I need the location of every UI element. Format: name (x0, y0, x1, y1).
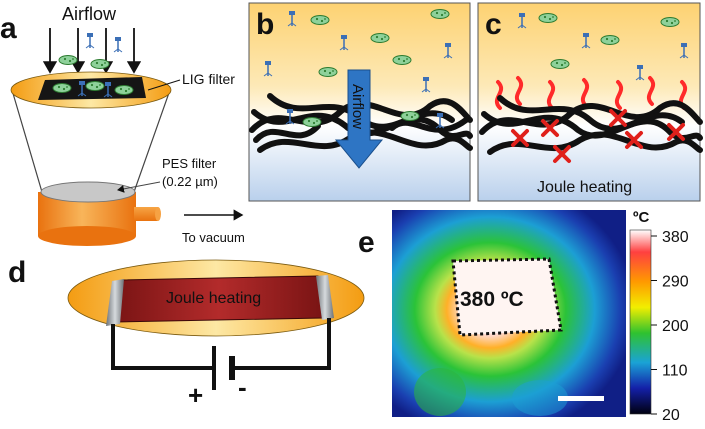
panel-a: a Airflow LIG filter PES filte (0, 4, 245, 246)
panel-label-c: c (485, 8, 502, 41)
panel-c: c Joule heating (477, 2, 703, 202)
joule-heating-label-d: Joule heating (166, 290, 261, 307)
panel-e: e 380 ºC ºC 380 290 200 110 20 (358, 209, 689, 424)
colorbar-tick-label: 380 (662, 229, 689, 246)
airflow-arrows (42, 28, 142, 74)
pes-filter-disc (40, 181, 136, 203)
colorbar-tick-label: 20 (662, 407, 680, 424)
colorbar-tick-label: 290 (662, 274, 689, 291)
circuit-wire (111, 318, 331, 370)
joule-heating-label-c: Joule heating (537, 179, 632, 196)
lig-filter-label: LIG filter (182, 71, 235, 87)
airflow-label-b: Airflow (349, 84, 366, 129)
battery-minus: - (238, 372, 247, 402)
electrode-right (316, 275, 334, 320)
panel-label-b: b (256, 8, 274, 41)
pes-size-label: (0.22 µm) (162, 174, 218, 189)
vacuum-label: To vacuum (182, 230, 245, 245)
panel-label-e: e (358, 226, 375, 259)
colorbar-tick-label: 110 (662, 363, 688, 380)
scale-bar (558, 396, 604, 401)
vacuum-tube (134, 207, 158, 221)
colorbar-ticks: 380 290 200 110 20 (651, 229, 689, 424)
airflow-arrow-b (334, 69, 384, 169)
panel-label-d: d (8, 256, 26, 289)
temperature-label: 380 ºC (460, 288, 524, 311)
pes-filter-label: PES filter (162, 156, 217, 171)
colorbar-tick-label: 200 (662, 318, 689, 335)
panel-b: b Airflow (248, 2, 473, 202)
electrode-left (106, 279, 124, 326)
airflow-label: Airflow (62, 4, 117, 24)
hot-region-outline (451, 257, 563, 337)
battery-plus: + (188, 380, 203, 410)
colorbar (629, 229, 652, 415)
funnel-base-bottom (38, 226, 136, 246)
panel-d: d Joule heating + - (8, 256, 365, 410)
colorbar-unit: ºC (633, 209, 649, 226)
panel-label-a: a (0, 12, 17, 45)
